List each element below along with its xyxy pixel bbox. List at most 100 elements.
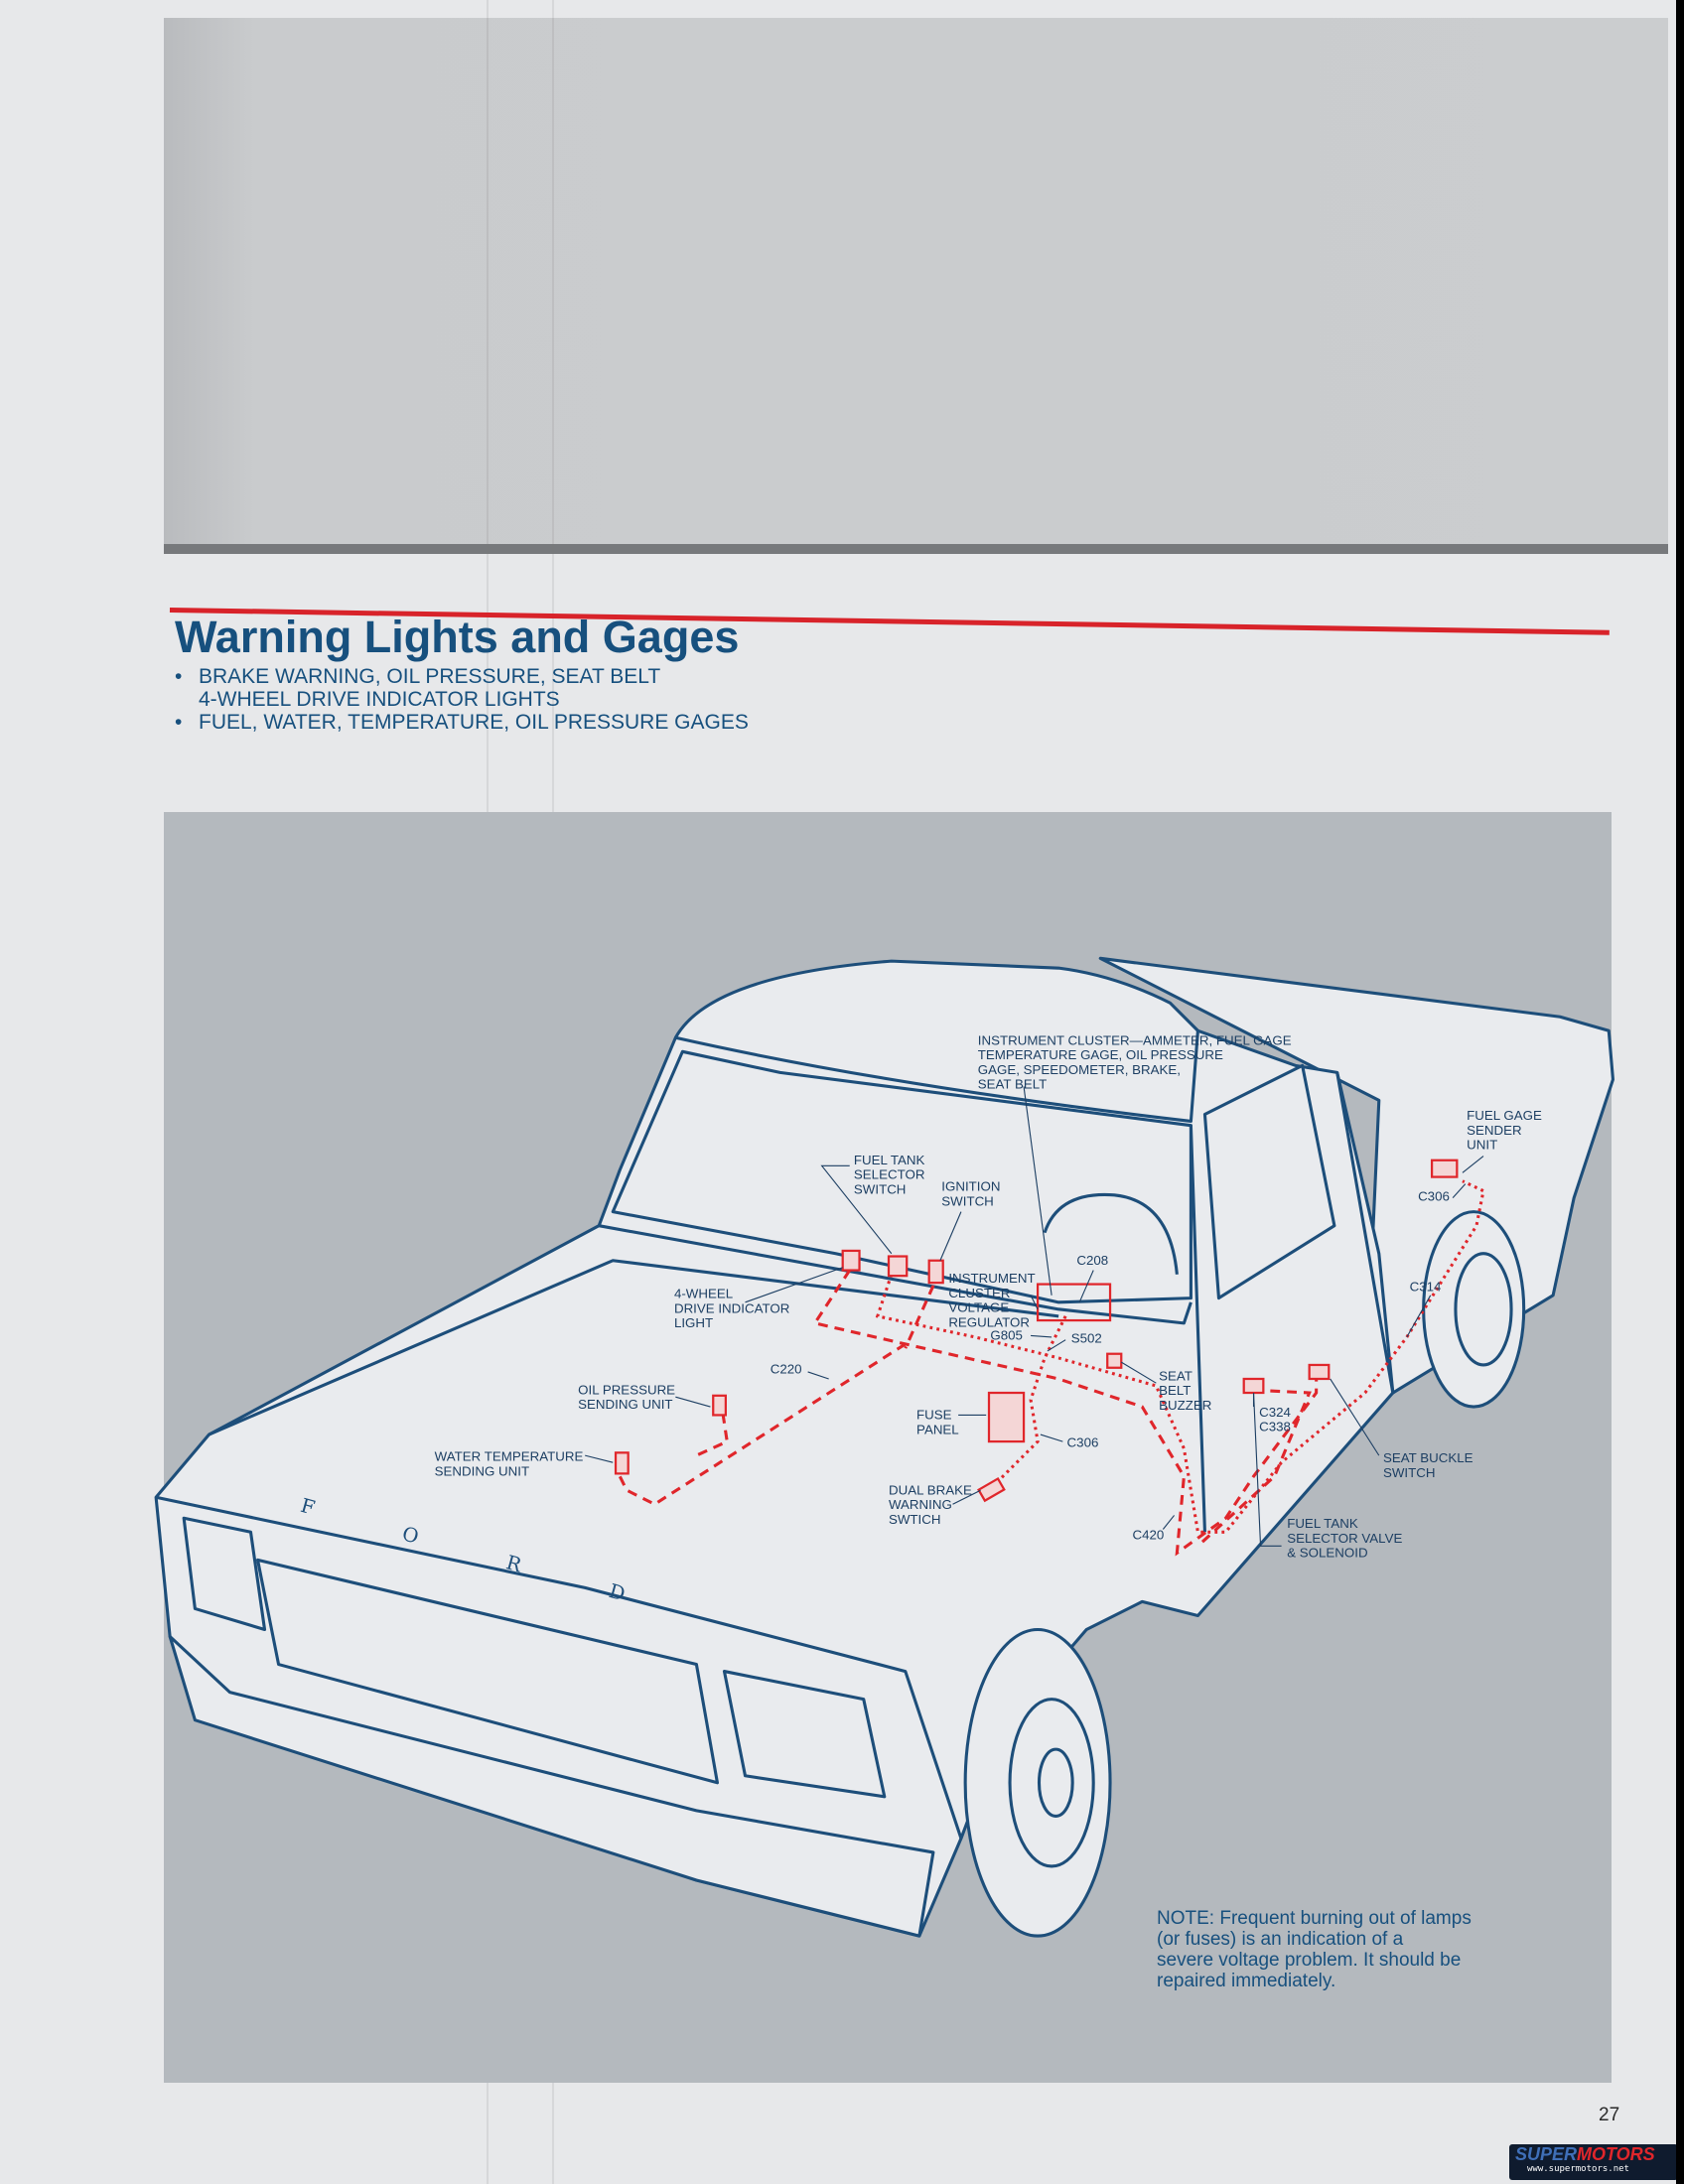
callout-label-line: FUEL GAGE: [1467, 1108, 1542, 1123]
leader-lines: [585, 1086, 1484, 1547]
callout-label-line: SWTICH: [889, 1512, 941, 1527]
leader-line: [1406, 1295, 1432, 1338]
callout-label: C208: [1076, 1253, 1108, 1268]
callout-label-line: INSTRUMENT: [948, 1271, 1035, 1286]
leader-line: [1040, 1433, 1063, 1442]
callout-label-line: OIL PRESSURE: [578, 1382, 675, 1397]
watermark-url: www.supermotors.net: [1527, 2164, 1629, 2174]
leader-line: [1330, 1378, 1380, 1456]
seat-buckle-switch-icon: [1308, 1363, 1331, 1381]
ignition-switch-icon: [927, 1259, 944, 1285]
note-line: severe voltage problem. It should be: [1157, 1950, 1462, 1971]
leader-line: [1047, 1339, 1066, 1352]
leader-line: [1031, 1334, 1052, 1338]
callout-label: C314: [1410, 1280, 1442, 1295]
scan-edge: [1676, 0, 1684, 2184]
callout-label-line: IGNITION: [941, 1179, 1000, 1194]
watermark-brand: SUPER: [1515, 2144, 1578, 2164]
leader-line: [585, 1454, 614, 1463]
components: [614, 1159, 1459, 1503]
callout-label-line: C306: [1418, 1188, 1450, 1203]
callout-label-line: SENDER: [1467, 1123, 1521, 1138]
callout-label-line: FUEL TANK: [1287, 1516, 1358, 1531]
oil-pressure-sender-icon: [712, 1394, 727, 1417]
leader-line: [1120, 1361, 1157, 1384]
seat-belt-buzzer-icon: [1106, 1352, 1123, 1369]
callout-label: S502: [1071, 1331, 1102, 1346]
truck-outline: [154, 956, 1614, 1938]
callout-label-line: C420: [1132, 1527, 1164, 1542]
wiring-harness: [618, 1179, 1485, 1557]
callout-label-line: S502: [1071, 1331, 1102, 1346]
fuel-tank-selector-valve-icon: [1242, 1377, 1265, 1395]
page-number: 27: [1599, 2105, 1620, 2125]
callout-label-line: LIGHT: [674, 1315, 713, 1330]
callout-label-line: WARNING: [889, 1497, 952, 1512]
callout-label-line: REGULATOR: [948, 1314, 1030, 1329]
callout-label-line: SWITCH: [941, 1193, 994, 1208]
leader-line: [1462, 1156, 1484, 1173]
leader-line: [1078, 1270, 1094, 1303]
leader-line: [1162, 1515, 1176, 1530]
callout-label-line: DRIVE INDICATOR: [674, 1300, 789, 1315]
callout-label-line: TEMPERATURE GAGE, OIL PRESSURE: [978, 1047, 1223, 1062]
callout-label-line: VOLTAGE: [948, 1300, 1009, 1315]
bullet-item: •BRAKE WARNING, OIL PRESSURE, SEAT BELT: [175, 665, 661, 688]
bullet-item: •FUEL, WATER, TEMPERATURE, OIL PRESSURE …: [175, 711, 749, 734]
note-text: NOTE: Frequent burning out of lamps (or …: [1157, 1908, 1472, 1991]
callout-label-line: UNIT: [1467, 1138, 1497, 1153]
callout-label-line: CLUSTER: [948, 1286, 1010, 1300]
leader-line: [939, 1211, 962, 1261]
callout-label-line: SEAT BUCKLE: [1383, 1450, 1474, 1465]
callout-label: C306: [1418, 1188, 1450, 1203]
callout-label-line: SWITCH: [1383, 1465, 1436, 1480]
leader-line: [675, 1396, 711, 1408]
bullet-item-cont: 4-WHEEL DRIVE INDICATOR LIGHTS: [199, 688, 560, 711]
leader-line: [807, 1371, 829, 1380]
callout-label-line: SELECTOR: [854, 1167, 925, 1182]
callout-label-line: C208: [1076, 1253, 1108, 1268]
page-title: Warning Lights and Gages: [175, 612, 740, 662]
callout-label-line: SEAT BELT: [978, 1076, 1048, 1091]
callout-label-line: BELT: [1159, 1383, 1191, 1398]
watermark-brand: MOTORS: [1577, 2144, 1655, 2164]
note-line: NOTE: Frequent burning out of lamps: [1157, 1908, 1472, 1929]
fuel-tank-selector-switch-icon: [887, 1255, 909, 1278]
supermotors-watermark: SUPERMOTORS www.supermotors.net: [1509, 2144, 1678, 2180]
callout-label-line: SELECTOR VALVE: [1287, 1531, 1402, 1546]
callout-label-line: INSTRUMENT CLUSTER—AMMETER, FUEL GAGE: [978, 1032, 1292, 1047]
callout-label-line: PANEL: [916, 1422, 959, 1436]
leader-line: [1030, 1295, 1039, 1310]
callout-label-line: C306: [1067, 1435, 1099, 1450]
callout-label: C220: [771, 1361, 802, 1376]
fuse-panel-icon: [987, 1391, 1026, 1443]
instrument-cluster-icon: [1036, 1283, 1112, 1322]
note-line: (or fuses) is an indication of a: [1157, 1929, 1404, 1950]
callout-label-line: C324: [1259, 1405, 1291, 1420]
callout-label-line: & SOLENOID: [1287, 1546, 1367, 1561]
callout-label-line: SENDING UNIT: [435, 1463, 529, 1478]
leader-line: [1452, 1183, 1467, 1198]
callout-label-line: FUSE: [916, 1408, 952, 1423]
dual-brake-warning-switch-icon: [977, 1476, 1006, 1503]
callout-label: G805: [990, 1328, 1023, 1343]
callout-label-line: DUAL BRAKE: [889, 1482, 972, 1497]
callout-label-line: G805: [990, 1328, 1023, 1343]
callout-label-line: FUEL TANK: [854, 1153, 925, 1167]
callout-label: C306: [1067, 1435, 1099, 1450]
leader-line: [820, 1164, 893, 1255]
water-temp-sender-icon: [614, 1451, 630, 1475]
callout-label-line: BUZZER: [1159, 1398, 1211, 1413]
